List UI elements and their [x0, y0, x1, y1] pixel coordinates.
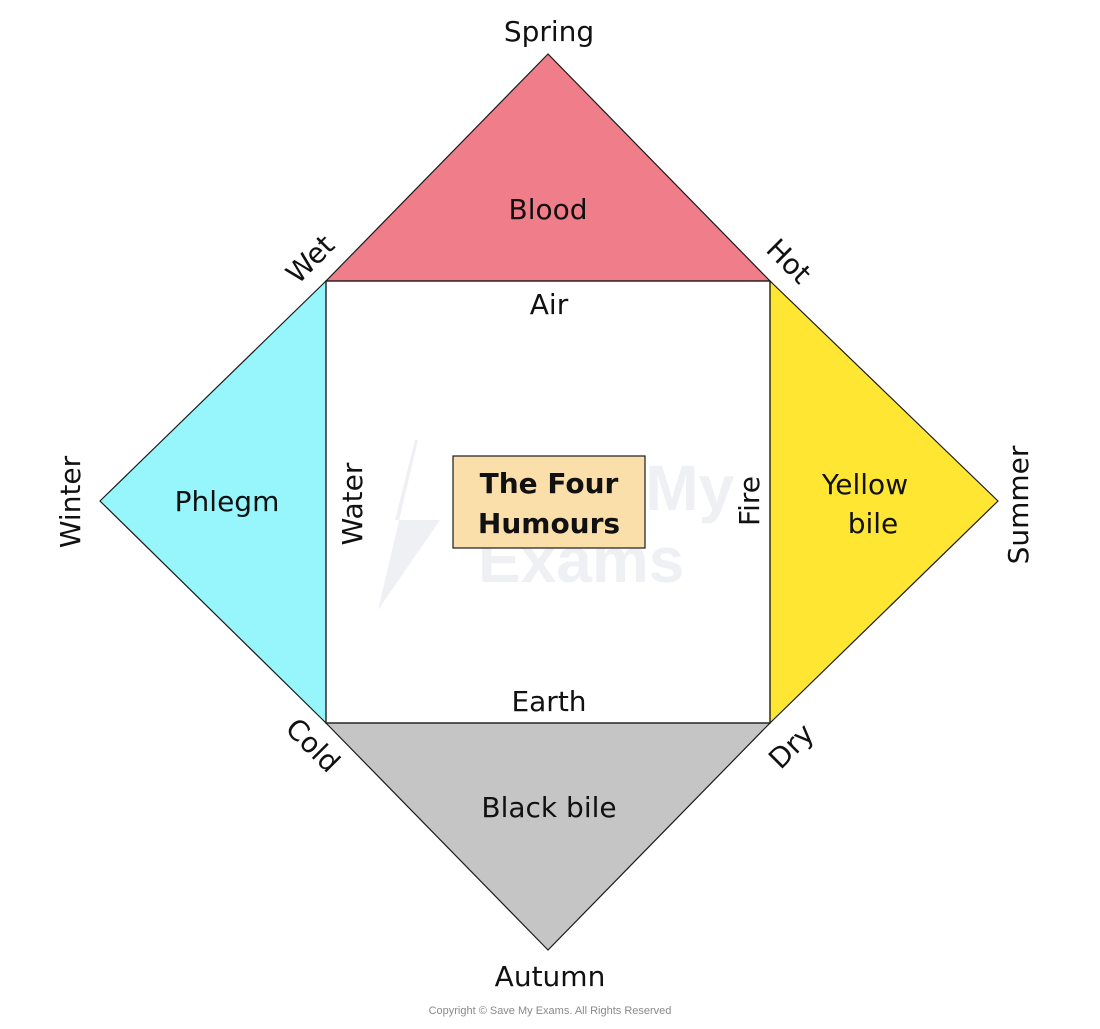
- humour-label-phlegm: Phlegm: [175, 485, 280, 518]
- blood-triangle: [324, 53, 772, 282]
- quality-label-cold: Cold: [279, 712, 346, 779]
- title-line2: Humours: [478, 507, 620, 540]
- humour-label-black-bile: Black bile: [481, 791, 616, 824]
- humour-label-blood: Blood: [508, 193, 587, 226]
- title-line1: The Four: [480, 467, 619, 500]
- elements-square: [325, 280, 771, 724]
- season-label-winter: Winter: [54, 455, 87, 548]
- watermark-logo-icon: [378, 440, 440, 610]
- element-label-earth: Earth: [511, 685, 586, 718]
- humour-label-yellow-bile-line1: Yellow: [821, 468, 908, 501]
- title-box: [452, 455, 646, 549]
- humour-label-yellow-bile-line2: bile: [848, 507, 899, 540]
- season-label-summer: Summer: [1002, 445, 1035, 564]
- yellow-bile-triangle: [769, 279, 999, 725]
- element-label-air: Air: [530, 288, 569, 321]
- black-bile-triangle: [324, 722, 772, 951]
- season-label-autumn: Autumn: [495, 960, 606, 993]
- season-label-spring: Spring: [504, 15, 594, 48]
- quality-label-hot: Hot: [760, 232, 818, 290]
- element-label-fire: Fire: [733, 476, 766, 526]
- element-label-water: Water: [336, 462, 369, 545]
- copyright-notice: Copyright © Save My Exams. All Rights Re…: [429, 1005, 672, 1017]
- quality-label-dry: Dry: [762, 717, 820, 775]
